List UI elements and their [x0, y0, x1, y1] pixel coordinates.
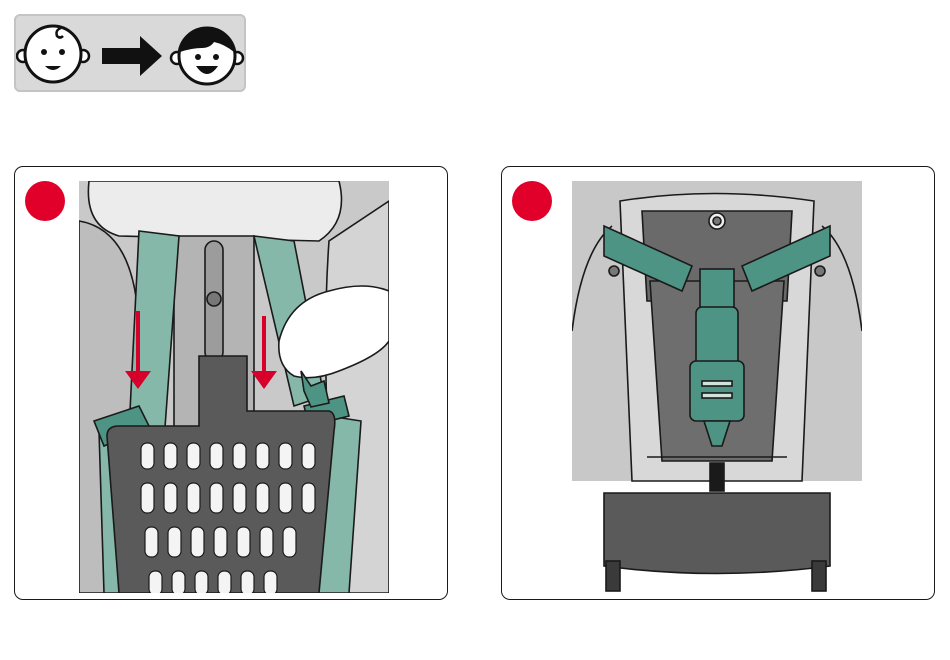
step-1-marker — [25, 181, 65, 221]
child-face-icon — [171, 27, 243, 84]
baby-face-icon — [17, 26, 89, 82]
remove-infant-insert-illustration — [79, 181, 389, 593]
step-1-panel — [14, 166, 448, 600]
age-indicator-badge — [14, 14, 246, 92]
seat-with-harness-illustration — [572, 181, 862, 593]
right-arrow-icon — [102, 36, 162, 76]
step-2-marker — [512, 181, 552, 221]
step-2-panel — [501, 166, 935, 600]
